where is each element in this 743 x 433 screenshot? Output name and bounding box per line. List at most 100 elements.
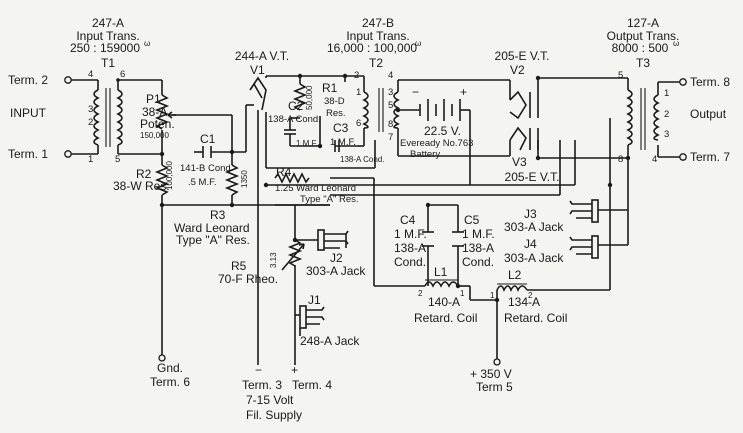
v3-type: 205-E V.T.: [505, 170, 560, 184]
term7-node: [679, 153, 687, 161]
c3-value: 1 M.F.: [330, 137, 356, 148]
r5-value: 3.13: [269, 252, 278, 268]
r3-value: 1350: [240, 170, 249, 188]
term4-label: Term. 4: [292, 378, 332, 392]
capacitor-c1: C1 141-B Cond. .5 M.F.: [180, 132, 233, 188]
r1-value: 50,000: [305, 85, 314, 110]
c4-value: 1 M.F.: [394, 227, 427, 241]
c5-type: 138-A: [462, 241, 494, 255]
c4-desc: Cond.: [394, 255, 426, 269]
c5-desc: Cond.: [462, 255, 494, 269]
l1-pin-b: 1: [460, 289, 465, 298]
v2-type: 205-E V.T.: [495, 49, 550, 63]
t1-name: Input Trans.: [76, 29, 139, 43]
t3-ratio: 8000 : 500: [612, 41, 669, 55]
t2-pin: 3: [388, 87, 393, 98]
c3-ref: C3: [333, 121, 349, 135]
c5-ref: C5: [464, 213, 480, 227]
volt-label: 7-15 Volt: [246, 393, 294, 407]
potentiometer-p1: P1 38-A Poten. 150,000: [140, 92, 176, 140]
p1-desc: Poten.: [140, 117, 175, 131]
r3-ref: R3: [210, 208, 226, 222]
fil-minus: −: [255, 363, 262, 377]
wiring: [70, 75, 680, 365]
output-label: Output: [690, 107, 727, 121]
t3-pin: 1: [664, 88, 669, 99]
t2-pin: 8: [388, 119, 393, 130]
l2-type: 134-A: [508, 295, 540, 309]
t1-pin: 4: [88, 69, 93, 80]
r4-line1: 1.25 Ward Leonard: [275, 183, 356, 194]
retard-coil-l2: L2 1 2 134-A Retard. Coil: [490, 268, 567, 325]
j3-desc: 303-A Jack: [504, 220, 564, 234]
gnd-label: Gnd.: [157, 361, 183, 375]
t2-ratio: 16,000 : 100,000: [327, 41, 417, 55]
l2-ref: L2: [508, 268, 522, 282]
transformer-t2: 247-B Input Trans. 16,000 : 100,000 ω T2…: [327, 16, 421, 143]
t2-name: Input Trans.: [346, 29, 409, 43]
capacitor-c3: C3 1 M.F. 138-A Cond.: [330, 121, 384, 164]
battery-voltage: 22.5 V.: [424, 124, 461, 138]
term5-label: Term 5: [476, 380, 513, 394]
t2-ref: T2: [369, 56, 383, 70]
j3-ref: J3: [524, 207, 537, 221]
input-label: INPUT: [10, 106, 47, 120]
tube-v3: V3 205-E V.T.: [505, 126, 560, 184]
fil-supply-label: Fil. Supply: [246, 408, 302, 422]
j2-ref: J2: [330, 251, 343, 265]
t3-pin: 3: [664, 129, 669, 140]
r5-ref: R5: [231, 259, 247, 273]
j4-desc: 303-A Jack: [504, 251, 564, 265]
t1-pin: 1: [88, 154, 93, 165]
r5-desc: 70-F Rheo.: [218, 272, 278, 286]
c1-ref: C1: [200, 132, 216, 146]
r2-ref: R2: [136, 167, 152, 181]
b-plus-node: [493, 358, 501, 366]
t3-pin: 8: [618, 154, 623, 165]
v1-ref: V1: [250, 63, 265, 77]
c1-value: .5 M.F.: [188, 177, 217, 188]
bias-battery: − + 22.5 V. Eveready No.763 Battery: [400, 85, 473, 160]
t3-pin: 2: [664, 109, 669, 120]
fil-plus: +: [291, 363, 298, 377]
c3-desc: 138-A Cond.: [340, 155, 384, 164]
term8-label: Term. 8: [690, 75, 730, 89]
t2-pin: 7: [388, 132, 393, 143]
p1-type: 38-A: [142, 105, 167, 119]
battery-neg: −: [412, 85, 419, 99]
t3-ref: T3: [636, 56, 650, 70]
r1-desc: Res.: [326, 108, 346, 119]
l1-ref: L1: [434, 265, 448, 279]
jack-j1: J1 248-A Jack: [299, 293, 360, 348]
l1-desc: Retard. Coil: [414, 311, 477, 325]
terminals: Term. 2 INPUT Term. 1 Term. 8 Output Ter…: [8, 73, 730, 422]
t2-pin: 2: [354, 70, 359, 81]
c1-type: 141-B Cond.: [180, 163, 233, 174]
j2-desc: 303-A Jack: [306, 264, 366, 278]
l1-type: 140-A: [428, 295, 460, 309]
r3-line2: Type "A" Res.: [176, 233, 250, 247]
t3-type: 127-A: [627, 16, 659, 30]
resistor-r1: 50,000 R1 38-D Res.: [292, 81, 346, 119]
capacitor-c2: C2 138-A Cond. 1 M.F.: [268, 99, 321, 148]
j1-ref: J1: [308, 293, 321, 307]
r4-ref: R4: [276, 165, 292, 179]
capacitor-c5: C5 1 M.F. 138-A Cond.: [452, 213, 495, 269]
t1-pin: 6: [120, 69, 125, 80]
t3-pin: 5: [618, 70, 623, 81]
r1-ref: R1: [322, 81, 338, 95]
term1-node: [64, 150, 72, 158]
resistor-r4: R4 1.25 Ward Leonard Type "A" Res.: [274, 165, 359, 205]
c2-value: 1 M.F.: [296, 139, 318, 148]
t3-omega: ω: [673, 39, 679, 48]
transformer-t1: 247-A Input Trans. 250 : 159000 ω T1 4 6…: [70, 16, 150, 165]
c4-type: 138-A: [394, 241, 426, 255]
junction-dots: [116, 73, 631, 303]
r2-value: 100,000: [165, 161, 174, 190]
term8-node: [679, 78, 687, 86]
l1-pin-a: 2: [418, 289, 423, 298]
r1-type: 38-D: [324, 96, 345, 107]
l2-pin-a: 1: [490, 291, 495, 300]
t1-omega: ω: [144, 39, 150, 48]
r2-desc: 38-W Res.: [113, 179, 170, 193]
